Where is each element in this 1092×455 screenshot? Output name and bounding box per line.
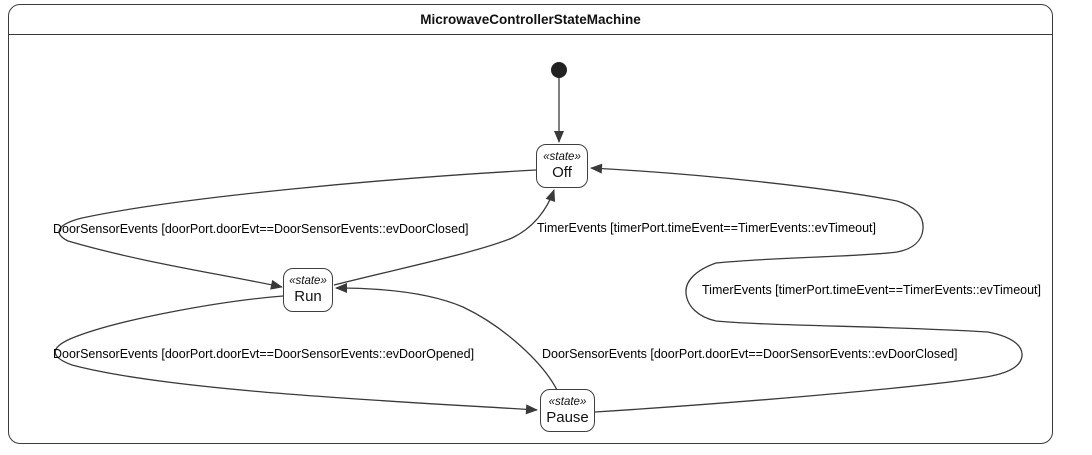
diagram-frame: MicrowaveControllerStateMachine [8,4,1053,444]
edge-pause-to-off [590,163,1023,413]
transition-label-run-to-off: TimerEvents [timerPort.timeEvent==TimerE… [537,221,876,235]
diagram-title: MicrowaveControllerStateMachine [9,5,1052,35]
state-pause-name: Pause [546,408,589,426]
transition-label-run-to-pause: DoorSensorEvents [doorPort.doorEvt==Door… [53,347,475,361]
edge-pause-to-run [335,283,558,391]
state-run-name: Run [294,288,322,305]
state-run: «state» Run [283,268,333,312]
transition-label-pause-to-off: TimerEvents [timerPort.timeEvent==TimerE… [702,283,1041,297]
state-off: «state» Off [536,144,588,188]
transition-label-pause-to-run: DoorSensorEvents [doorPort.doorEvt==Door… [542,347,958,361]
state-pause-stereotype: «state» [548,395,587,408]
edge-run-to-pause [54,295,538,415]
state-run-stereotype: «state» [289,275,327,287]
edge-run-to-off [333,189,556,286]
transition-label-off-to-run: DoorSensorEvents [doorPort.doorEvt==Door… [53,222,469,236]
state-pause: «state» Pause [540,389,595,432]
state-off-stereotype: «state» [543,151,581,163]
state-off-name: Off [552,164,572,181]
edge-off-to-run [58,169,537,290]
initial-state-dot [551,62,567,78]
